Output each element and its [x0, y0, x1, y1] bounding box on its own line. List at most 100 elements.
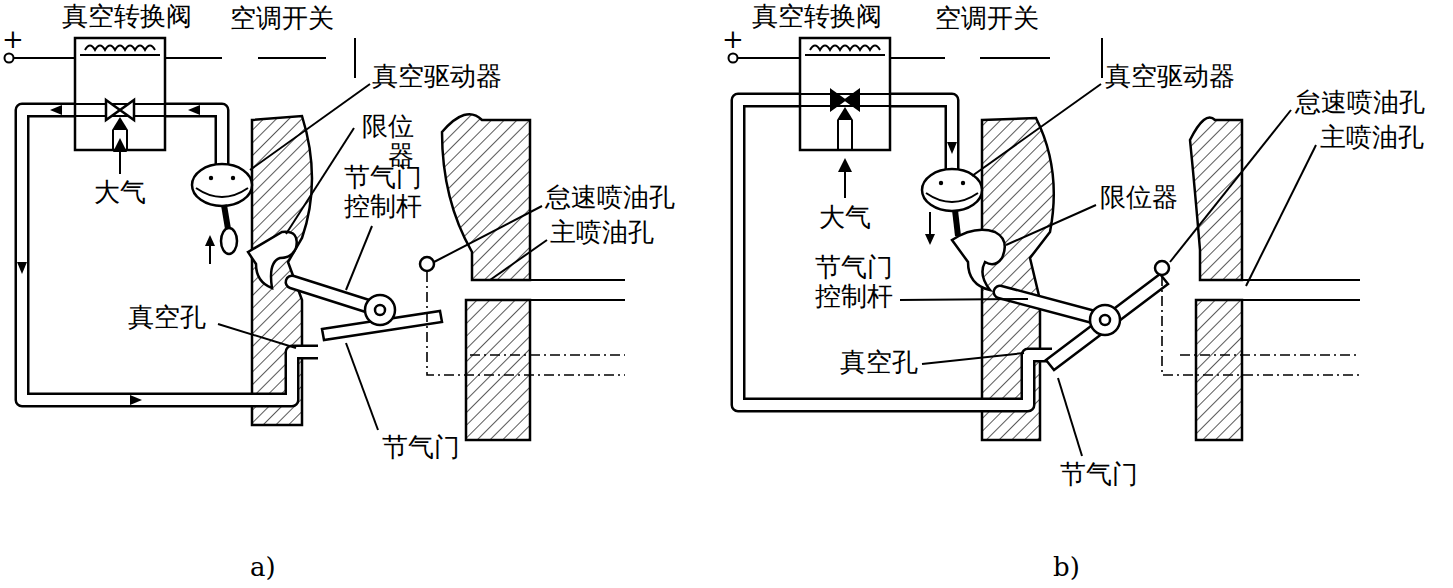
vacuum-pipe — [738, 100, 1052, 405]
vacuum-actuator — [231, 176, 235, 180]
part-label: 大气 — [94, 178, 146, 207]
fuel-passage — [420, 257, 434, 271]
vacuum-switch-valve — [844, 168, 846, 198]
fuel-passage — [427, 272, 625, 375]
vacuum-pipe — [947, 142, 957, 154]
vacuum-switch-valve — [837, 107, 853, 120]
throttle-body-wall — [442, 114, 530, 280]
leader-line — [1246, 145, 1316, 286]
throttle-mechanism — [365, 295, 395, 325]
leader-line — [218, 324, 296, 348]
throttle-body-wall — [1196, 300, 1242, 440]
part-label: 限位 器 — [357, 112, 414, 170]
fuel-passage — [1162, 276, 1360, 375]
vacuum-actuator — [196, 188, 248, 197]
part-label: 真空孔 — [128, 303, 206, 332]
vacuum-pipe — [130, 395, 142, 405]
panel-label: b) — [1053, 553, 1080, 582]
throttle-mechanism — [1046, 274, 1168, 370]
leader-line — [900, 84, 1316, 456]
part-label: 真空驱动器 — [372, 62, 502, 91]
vacuum-pipe — [738, 100, 1052, 405]
throttle-mechanism — [1000, 292, 1105, 320]
terminal-sign: + — [2, 25, 24, 54]
wiring — [729, 38, 1103, 78]
leader-line — [346, 226, 372, 290]
vacuum-pipe — [890, 100, 952, 170]
part-label: 空调开关 — [230, 4, 334, 33]
wiring — [5, 38, 356, 78]
leader-line — [346, 343, 378, 430]
leader-line — [434, 206, 542, 262]
vacuum-switch-valve — [800, 94, 890, 150]
throttle-mechanism — [952, 230, 1005, 290]
vacuum-actuator — [221, 228, 237, 254]
part-label: 怠速喷油孔 — [1295, 88, 1425, 117]
throttle-body-wall — [1190, 118, 1242, 281]
vacuum-pipe — [50, 105, 62, 115]
vacuum-switch-valve — [800, 38, 890, 198]
throttle-mechanism — [248, 232, 442, 340]
part-label: 真空转换阀 — [752, 2, 882, 31]
panel-label: a) — [250, 553, 276, 582]
vacuum-pipe — [738, 100, 1052, 405]
vacuum-pipe — [165, 110, 222, 168]
part-label: 真空转换阀 — [62, 2, 192, 31]
part-label: 主喷油孔 — [1320, 123, 1424, 152]
throttle-mechanism — [375, 305, 385, 315]
fuel-passage — [1155, 261, 1169, 275]
vacuum-switch-valve — [75, 38, 165, 150]
vacuum-pipe — [17, 105, 318, 405]
leader-line — [972, 84, 1101, 176]
part-label: 真空驱动器 — [1105, 62, 1235, 91]
vacuum-switch-valve — [800, 38, 890, 150]
wiring — [5, 54, 14, 63]
fuel-passage — [1242, 280, 1360, 300]
part-label: 怠速喷油孔 — [545, 183, 675, 212]
leader-line — [1006, 205, 1096, 245]
panel-a-drawing — [5, 38, 626, 440]
throttle-mechanism — [1000, 292, 1105, 320]
fuel-passage — [470, 354, 625, 356]
vacuum-switch-valve — [75, 38, 165, 174]
vacuum-switch-valve — [85, 46, 155, 51]
vacuum-switch-valve — [80, 54, 160, 56]
wiring — [1101, 38, 1103, 78]
vacuum-actuator — [955, 210, 958, 236]
part-label: 空调开关 — [935, 4, 1039, 33]
leader-line — [900, 299, 1028, 300]
fuel-passage — [420, 257, 625, 375]
part-label: 真空孔 — [840, 348, 918, 377]
vacuum-actuator — [925, 234, 935, 245]
leader-line — [922, 353, 1024, 364]
throttle-body-wall — [982, 118, 1054, 440]
wiring — [729, 54, 738, 63]
vacuum-switch-valve — [838, 158, 852, 172]
leader-line — [250, 84, 370, 170]
panel-b-drawing — [729, 38, 1361, 456]
part-label: 节气门 — [1060, 460, 1138, 489]
vacuum-pipe — [165, 110, 222, 168]
fuel-passage — [530, 280, 625, 300]
leader-line — [1058, 378, 1082, 456]
throttle-mechanism — [1100, 315, 1110, 325]
vacuum-switch-valve — [113, 138, 127, 152]
vacuum-actuator — [209, 176, 213, 180]
wiring — [738, 57, 1050, 59]
leader-line — [218, 84, 547, 430]
throttle-mechanism — [1090, 305, 1120, 335]
part-label: 节气门 — [382, 433, 460, 462]
part-label: 大气 — [819, 203, 871, 232]
vacuum-switch-valve — [112, 117, 128, 130]
vacuum-switch-valve — [810, 46, 880, 51]
throttle-body-wall — [466, 300, 530, 440]
vacuum-actuator — [939, 181, 943, 185]
vacuum-actuator — [205, 235, 215, 246]
wiring — [14, 57, 326, 59]
fuel-passage — [1155, 261, 1360, 375]
vacuum-actuator — [224, 205, 228, 229]
vacuum-pipe — [17, 262, 27, 274]
wiring — [354, 38, 356, 78]
